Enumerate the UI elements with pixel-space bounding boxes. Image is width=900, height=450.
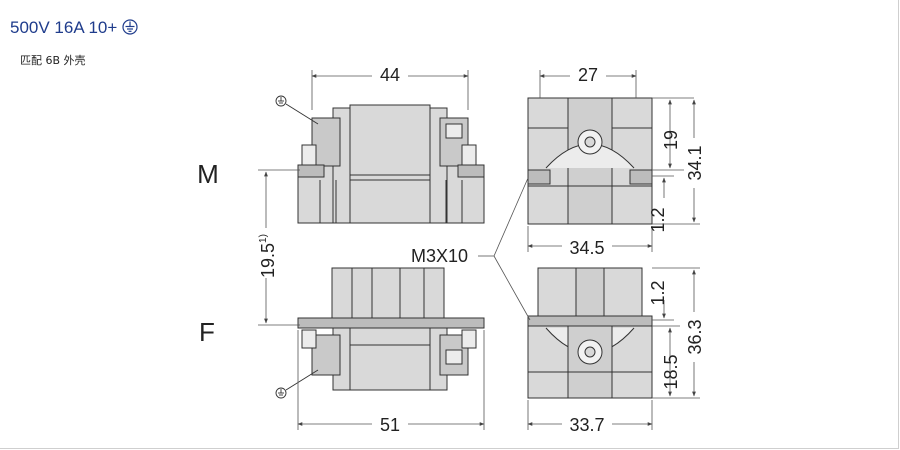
male-front-view <box>527 97 653 225</box>
dim-spacing-label: 19.51) <box>258 234 278 278</box>
dim-m-gap: 1.2 <box>648 175 674 233</box>
dim-m-depth: 27 <box>539 62 637 98</box>
title-text: 500V 16A 10+ <box>10 18 118 37</box>
dim-f-lower: 18.5 <box>652 325 700 399</box>
female-ground-icon <box>275 369 319 399</box>
dim-m-width: 44 <box>311 62 469 110</box>
female-side-view <box>297 267 485 391</box>
dim-m-base-label: 34.5 <box>569 238 604 258</box>
dim-f-height-label: 36.3 <box>685 319 705 354</box>
dim-spacing: 19.51) <box>256 169 300 326</box>
male-view-label: M <box>197 159 219 189</box>
screw-label: M3X10 <box>411 246 468 266</box>
dim-m-base: 34.5 <box>527 226 653 258</box>
dim-m-height-label: 34.1 <box>685 145 705 180</box>
female-view-label: F <box>199 317 215 347</box>
dim-m-width-label: 44 <box>380 65 400 85</box>
screw-callout: M3X10 <box>411 177 531 321</box>
dim-f-lower-label: 18.5 <box>661 354 681 389</box>
dim-f-base-label: 33.7 <box>569 415 604 435</box>
dim-m-depth-label: 27 <box>578 65 598 85</box>
dim-m-gap-label: 1.2 <box>648 207 668 232</box>
ground-icon <box>122 19 138 35</box>
dim-f-width: 51 <box>297 330 485 435</box>
dim-f-width-label: 51 <box>380 415 400 435</box>
male-ground-icon <box>275 95 319 125</box>
dim-f-gap-label: 1.2 <box>648 280 668 305</box>
dim-m-height: 34.1 <box>652 99 705 225</box>
dim-f-height: 36.3 <box>652 267 705 397</box>
male-side-view <box>297 104 485 224</box>
dim-f-gap: 1.2 <box>648 280 674 321</box>
female-front-view <box>527 267 653 399</box>
page-title: 500V 16A 10+ <box>10 18 138 38</box>
page-subtitle: 匹配 6B 外壳 <box>20 54 86 67</box>
dim-m-upper-label: 19 <box>661 130 681 150</box>
dim-f-base: 33.7 <box>527 400 653 435</box>
